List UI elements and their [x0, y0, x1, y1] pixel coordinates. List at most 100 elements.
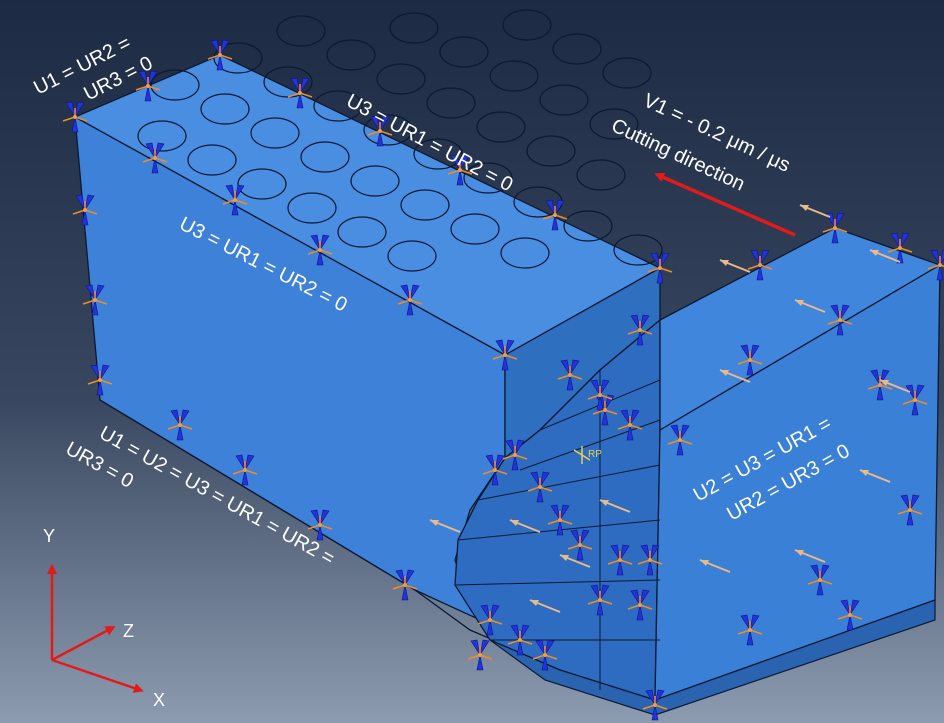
top-face-hole	[313, 90, 363, 122]
bc-marker	[547, 504, 573, 536]
bc-marker	[542, 199, 568, 231]
top-face-holes	[137, 9, 663, 272]
top-face-hole	[526, 135, 576, 167]
top-face-hole	[439, 36, 489, 68]
bc-marker	[747, 249, 773, 281]
bc-marker	[557, 359, 583, 391]
bc-marker	[807, 564, 833, 596]
bc-marker	[737, 344, 763, 376]
top-face-hole	[563, 210, 613, 242]
velocity-arrow	[599, 499, 631, 513]
y-axis-label: Y	[43, 526, 55, 546]
top-face-hole	[187, 144, 237, 176]
bc-marker	[287, 77, 313, 109]
velocity-arrow	[559, 554, 591, 568]
bc-marker	[447, 154, 473, 186]
bc-marker	[527, 471, 553, 503]
velocity-arrow	[794, 299, 826, 313]
top-face-hole	[450, 213, 500, 245]
top-face-hole	[400, 189, 450, 221]
bc-marker	[507, 624, 533, 656]
bc-marker	[587, 584, 613, 616]
top-face-hole	[337, 216, 387, 248]
top-face-hole	[287, 192, 337, 224]
velocity-arrow	[879, 379, 911, 393]
z-axis-arrow	[51, 626, 116, 662]
bc-marker	[737, 614, 763, 646]
bc-marker	[637, 544, 663, 576]
bc-marker	[207, 39, 233, 71]
bc-marker	[502, 439, 528, 471]
velocity-arrow	[719, 369, 751, 383]
velocity-arrow	[869, 249, 901, 263]
top-face-hole	[237, 168, 287, 200]
bc-marker	[142, 142, 168, 174]
top-face-hole	[426, 87, 476, 119]
bc-marker	[532, 639, 558, 671]
top-face-hole	[552, 33, 602, 65]
top-face-hole	[539, 84, 589, 116]
top-face-hole	[250, 117, 300, 149]
top-face-hole	[350, 165, 400, 197]
tool-bottom-face	[489, 599, 936, 716]
top-face-hole	[576, 159, 626, 191]
top-face-hole	[363, 114, 413, 146]
velocity-arrow	[719, 259, 751, 273]
bc-marker	[567, 529, 593, 561]
velocity-arrow	[699, 559, 731, 573]
bc-marker	[837, 599, 863, 631]
top-face-hole	[326, 39, 376, 71]
top-face-hole	[489, 60, 539, 92]
bc-marker	[927, 249, 944, 281]
velocity-arrow	[429, 519, 461, 533]
velocity-arrow	[794, 549, 826, 563]
top-face-hole	[200, 93, 250, 125]
bc-marker	[232, 454, 258, 486]
bc-marker	[135, 70, 161, 102]
top-face-hole	[276, 15, 326, 47]
cutting-direction-arrow	[654, 172, 796, 237]
axis-triad: Y Z X	[43, 526, 165, 710]
top-face-hole	[500, 237, 550, 269]
velocity-arrow	[509, 519, 541, 533]
bc-marker	[647, 252, 673, 284]
boundary-condition-markers	[62, 39, 944, 721]
bc-marker	[867, 369, 893, 401]
bc-marker	[667, 424, 693, 456]
top-face-hole	[137, 120, 187, 152]
top-face-hole	[476, 111, 526, 143]
bc-marker	[587, 379, 613, 411]
top-face-hole	[589, 108, 639, 140]
bc-marker	[827, 304, 853, 336]
bc-marker	[887, 232, 913, 264]
bc-marker	[82, 284, 108, 316]
bc-marker	[617, 409, 643, 441]
bc-marker	[627, 314, 653, 346]
top-face-hole	[613, 234, 663, 266]
velocity-arrow	[859, 469, 891, 483]
x-axis-label: X	[153, 690, 165, 710]
top-face-hole	[602, 57, 652, 89]
top-face-hole	[376, 63, 426, 95]
top-face-hole	[150, 69, 200, 101]
top-face-hole	[502, 9, 552, 41]
bc-marker	[477, 604, 503, 636]
bc-marker	[222, 184, 248, 216]
bc-marker	[642, 689, 668, 721]
top-face-hole	[300, 141, 350, 173]
reference-point: RP	[573, 446, 602, 464]
reference-point-label: RP	[588, 449, 602, 460]
z-axis-label: Z	[123, 621, 134, 641]
bc-marker	[607, 544, 633, 576]
bc-marker	[897, 494, 923, 526]
bc-marker	[482, 454, 508, 486]
bc-marker	[367, 115, 393, 147]
bc-marker	[627, 589, 653, 621]
bc-marker	[307, 234, 333, 266]
velocity-arrow	[799, 204, 831, 218]
bc-marker	[72, 194, 98, 226]
bc-marker	[307, 509, 333, 541]
top-face-hole	[387, 240, 437, 272]
x-axis-arrow	[51, 658, 144, 693]
